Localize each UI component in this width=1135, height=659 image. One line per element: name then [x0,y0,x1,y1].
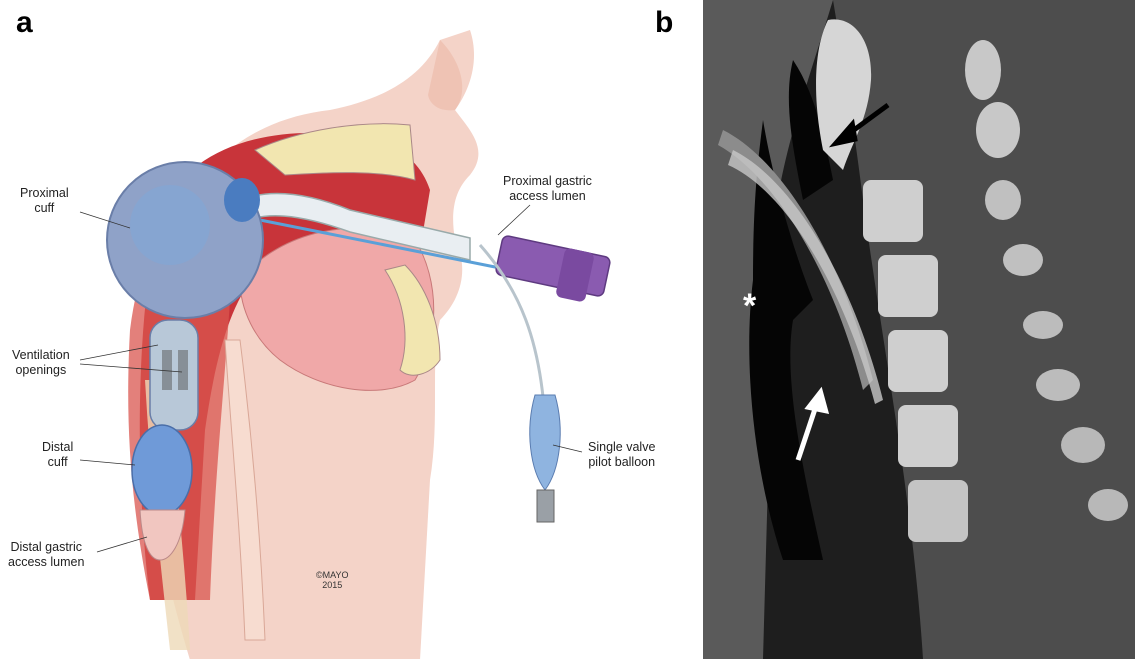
label-proximal-cuff: Proximal cuff [20,186,69,216]
vertebra [878,255,938,317]
distal-cuff-shape [132,425,192,515]
label-line: ©MAYO [316,570,348,580]
vertebra [888,330,948,392]
ct-scan-image [703,0,1135,659]
label-single-valve-pilot-balloon: Single valve pilot balloon [588,440,655,470]
label-line: access lumen [8,555,84,570]
vertebra [908,480,968,542]
label-line: Proximal [20,186,69,201]
label-proximal-gastric-access-lumen: Proximal gastric access lumen [503,174,592,204]
pilot-valve [537,490,554,522]
label-line: cuff [42,455,73,470]
label-line: cuff [20,201,69,216]
label-ventilation-openings: Ventilation openings [12,348,70,378]
label-distal-gastric-access-lumen: Distal gastric access lumen [8,540,84,570]
copyright-mayo: ©MAYO 2015 [316,570,348,590]
label-line: Single valve [588,440,655,455]
pilot-balloon-shape [530,395,560,490]
ct-asterisk-marker: * [743,287,756,326]
label-line: openings [12,363,70,378]
label-distal-cuff: Distal cuff [42,440,73,470]
label-line: Distal gastric [8,540,84,555]
label-line: Ventilation [12,348,70,363]
label-line: pilot balloon [588,455,655,470]
vertebra [863,180,923,242]
ventilation-stem [150,320,198,430]
label-line: access lumen [503,189,592,204]
airway-device-illustration [0,0,690,659]
vertebra [898,405,958,467]
label-line: Proximal gastric [503,174,592,189]
label-line: Distal [42,440,73,455]
label-line: 2015 [316,580,348,590]
